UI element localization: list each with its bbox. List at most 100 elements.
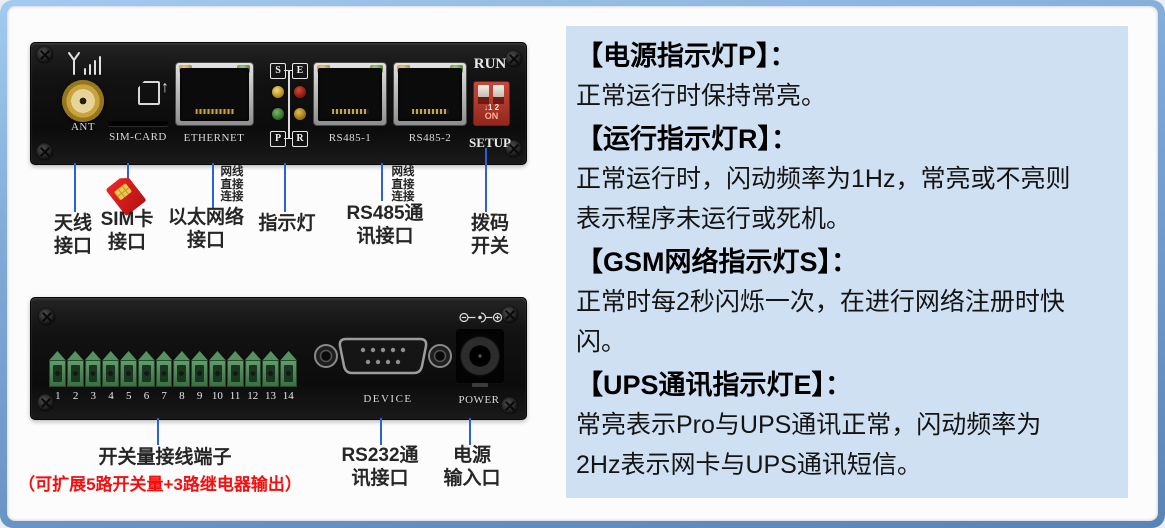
led-r-yellow [294, 108, 306, 120]
callout-power-label: 电源 输入口 [443, 445, 501, 489]
screw-icon [36, 143, 53, 160]
callout-antenna-label: 天线 接口 [53, 213, 92, 257]
rs485-1-label: RS485-1 [328, 132, 372, 144]
device-port-label: DEVICE [363, 393, 413, 405]
terminal-pin-number: 6 [143, 390, 150, 402]
led-label-e: E [292, 63, 308, 79]
sma-antenna-connector [62, 80, 104, 122]
callout-terminal-label: 开关量接线端子 [98, 447, 232, 468]
setup-label: SETUP [469, 135, 511, 150]
polarity-icon [459, 312, 503, 323]
terminal-pin-number: 9 [196, 390, 203, 402]
terminal-pin [173, 351, 191, 387]
sim-card-slot [108, 121, 168, 126]
db9-serial-connector [314, 337, 452, 375]
dip-on-label: ON [484, 111, 499, 121]
terminal-pin [209, 351, 226, 387]
screw-icon [505, 50, 522, 67]
power-port-label: POWER [458, 394, 500, 406]
legend-body-gsm-led: 正常时每2秒闪烁一次，在进行网络注册时快 闪。 [576, 288, 1065, 356]
terminal-pin [191, 351, 209, 387]
terminal-pin-number: 1 [55, 390, 61, 402]
legend-heading-power-led: 【电源指示灯P】： [576, 41, 797, 71]
legend-heading-ups-led: 【UPS通讯指示灯E】： [576, 370, 853, 400]
legend-body-power-led: 正常运行时保持常亮。 [576, 82, 827, 110]
led-connector-line [284, 137, 292, 139]
rj45-jack [180, 68, 249, 121]
rj45-jack [398, 68, 462, 121]
legend-heading-gsm-led: 【GSM网络指示灯S】： [576, 247, 859, 277]
callout-ethernet-label: 以太网络 接口 [167, 207, 244, 251]
dip-switch-lever [478, 85, 489, 97]
callout-rs485-note: 网线 直接 连接 [391, 166, 415, 203]
led-label-s: S [270, 63, 286, 79]
callout-line [284, 163, 286, 212]
terminal-pin [280, 351, 297, 387]
terminal-pin [102, 351, 120, 387]
rs485-2-port [394, 63, 466, 125]
terminal-pin [244, 351, 262, 387]
barrel-connector [461, 337, 499, 375]
dip-switch-lever [493, 85, 504, 97]
terminal-pin [137, 351, 155, 387]
antenna-signal-icon [68, 52, 101, 75]
led-connector-line [288, 70, 290, 138]
rs485-2-label: RS485-2 [408, 132, 452, 144]
terminal-pin-number: 8 [179, 390, 185, 402]
callout-line [469, 418, 471, 445]
terminal-pin-number: 3 [90, 390, 97, 402]
terminal-pin [120, 351, 137, 387]
ethernet-port [176, 63, 253, 125]
screw-icon [505, 140, 522, 157]
sim-port-label: SIM-CARD [109, 131, 167, 143]
sim-card-icon [138, 81, 160, 105]
callout-line [127, 163, 129, 185]
device-front-panel: ANT ↑ SIM-CARD ETHERNET S E P R RS485 [30, 42, 527, 165]
legend-body-ups-led: 常亮表示Pro与UPS通讯正常，闪动频率为 2Hz表示网卡与UPS通讯短信。 [576, 411, 1042, 479]
led-label-p: P [270, 131, 286, 147]
screw-icon [38, 308, 55, 325]
terminal-pin-number: 12 [247, 390, 259, 402]
dip-scale-label: ↓1 2 [483, 103, 500, 112]
callout-line [74, 163, 76, 212]
terminal-pin-number: 7 [161, 390, 167, 402]
terminal-pin [155, 351, 173, 387]
callout-line [485, 148, 487, 212]
terminal-pin-number: 2 [72, 390, 79, 402]
terminal-pin [49, 351, 66, 387]
sim-insert-arrow-icon: ↑ [161, 79, 169, 96]
terminal-pin-number: 10 [211, 390, 223, 402]
terminal-pin [262, 351, 280, 387]
terminal-pin-number: 11 [229, 390, 241, 402]
led-label-r: R [292, 131, 308, 147]
callout-line [212, 163, 214, 208]
led-p-green [272, 108, 284, 120]
indicator-legend-panel: 【电源指示灯P】： 正常运行时保持常亮。 【运行指示灯R】： 正常运行时，闪动频… [566, 26, 1128, 498]
legend-heading-run-led: 【运行指示灯R】： [576, 124, 798, 154]
terminal-block [49, 351, 297, 387]
terminal-pin-number: 14 [282, 390, 294, 402]
callout-rs232-label: RS232通 讯接口 [341, 445, 419, 489]
ethernet-port-label: ETHERNET [183, 132, 245, 144]
callout-sim-label: SIM卡 接口 [100, 209, 154, 253]
terminal-pin [226, 351, 244, 387]
callout-dip-label: 拨码 开关 [470, 213, 509, 257]
terminal-pin [84, 351, 102, 387]
callout-terminal-expansion-note: （可扩展5路开关量+3路继电器输出） [18, 475, 302, 494]
callout-rs485-label: RS485通 讯接口 [346, 203, 424, 247]
screw-icon [501, 397, 518, 414]
terminal-pin-number: 13 [264, 390, 276, 402]
terminal-pin-number: 4 [108, 390, 114, 402]
callout-line [381, 163, 383, 201]
dip-switch: ↓1 2 ON [473, 81, 510, 126]
terminal-pin-number: 5 [125, 390, 132, 402]
rs485-1-port [314, 63, 386, 125]
ant-port-label: ANT [70, 121, 96, 133]
callout-line [157, 418, 159, 445]
screw-icon [501, 306, 518, 323]
callout-indicator-label: 指示灯 [258, 213, 316, 234]
callout-line [380, 418, 382, 445]
terminal-pin [66, 351, 84, 387]
